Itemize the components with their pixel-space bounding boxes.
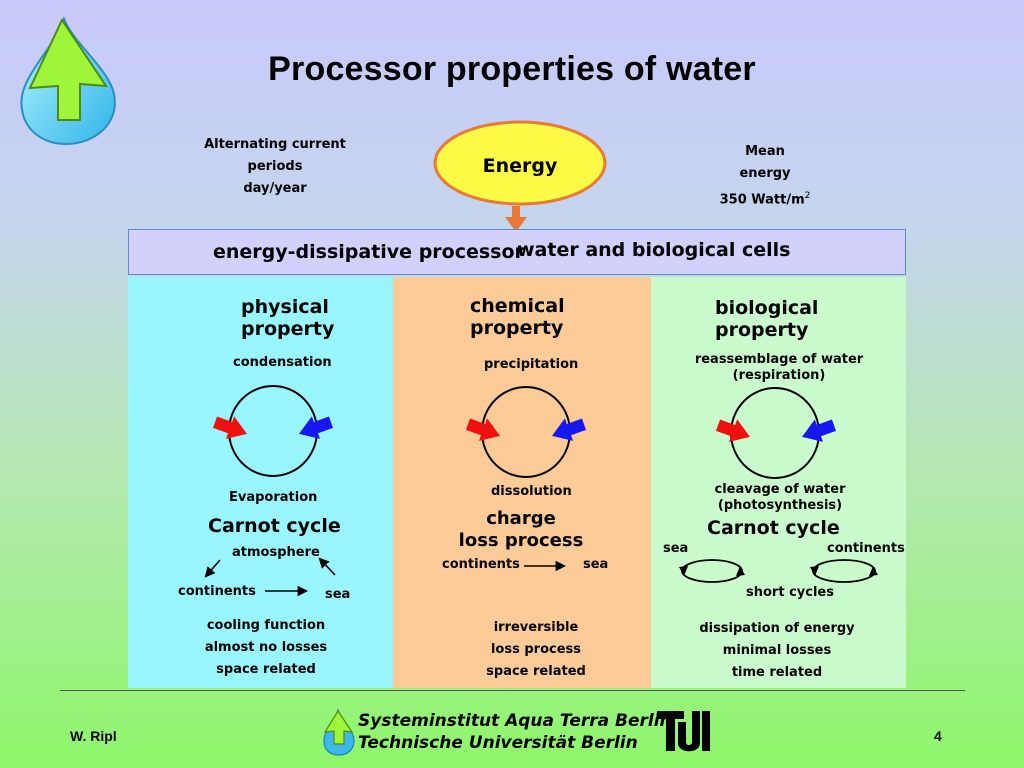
university-name: Technische Universität Berlin	[358, 733, 638, 753]
processor-bar	[128, 229, 906, 275]
summary-line: dissipation of energy	[699, 621, 855, 636]
physical-carnot-cycle: Carnot cycle	[208, 515, 341, 537]
chemical-column	[393, 277, 651, 688]
summary-line: loss process	[490, 642, 582, 657]
footer-divider	[60, 690, 965, 691]
summary-line: space related	[216, 662, 316, 677]
biological-column	[651, 277, 906, 688]
biological-heading: biological property	[715, 297, 818, 341]
chemical-heading: chemical property	[470, 295, 565, 339]
cycle-line: charge	[486, 508, 556, 529]
biological-carnot-cycle: Carnot cycle	[707, 517, 840, 539]
energy-node	[433, 120, 607, 232]
summary-line: almost no losses	[204, 640, 328, 655]
note-line: 350 Watt/m2	[690, 185, 840, 211]
watt-value: 350 Watt/m	[719, 192, 805, 208]
energy-arrow-head	[505, 217, 527, 232]
physical-column	[128, 277, 393, 688]
energy-arrow-stem	[512, 206, 520, 218]
chemical-continents: continents	[442, 557, 520, 572]
heading-line: property	[241, 318, 335, 340]
physical-condensation: condensation	[233, 355, 332, 370]
energy-label: Energy	[482, 155, 558, 177]
processor-left-label: energy-dissipative processor	[213, 241, 524, 263]
summary-line: irreversible	[493, 620, 579, 635]
heading-line: property	[470, 317, 564, 339]
note-line: day/year	[243, 181, 307, 196]
watt-exponent: 2	[804, 191, 811, 201]
chemical-summary: irreversible loss process space related	[450, 617, 622, 683]
note-line: periods	[247, 159, 303, 174]
tu-berlin-logo-icon	[657, 711, 710, 752]
chemical-precipitation: precipitation	[484, 357, 579, 372]
cycle-line: loss process	[458, 530, 584, 551]
note-line: Mean	[745, 144, 785, 159]
heading-line: chemical	[470, 295, 565, 317]
chemical-dissolution: dissolution	[491, 484, 572, 499]
biological-sea: sea	[663, 541, 689, 556]
mean-energy-note: Mean energy 350 Watt/m2	[690, 141, 840, 211]
page-number: 4	[934, 728, 942, 744]
institute-name: Systeminstitut Aqua Terra Berlin	[358, 711, 672, 731]
label-line: reassemblage of water	[694, 352, 864, 367]
summary-line: minimal losses	[722, 643, 832, 658]
alternating-current-note: Alternating current periods day/year	[195, 134, 355, 200]
label-line: (photosynthesis)	[717, 498, 843, 513]
label-line: cleavage of water	[714, 482, 846, 497]
biological-cleavage: cleavage of water (photosynthesis)	[700, 482, 860, 514]
heading-line: physical	[241, 296, 329, 318]
page-title: Processor properties of water	[268, 50, 756, 88]
physical-continents: continents	[178, 584, 256, 599]
note-line: energy	[739, 166, 791, 181]
note-line: Alternating current	[204, 137, 346, 152]
summary-line: space related	[486, 664, 586, 679]
biological-continents: continents	[827, 541, 905, 556]
physical-atmosphere: atmosphere	[232, 545, 320, 560]
physical-evaporation: Evaporation	[229, 490, 318, 505]
physical-sea: sea	[325, 587, 351, 602]
summary-line: time related	[731, 665, 823, 680]
processor-right-label: water and biological cells	[517, 239, 791, 261]
heading-line: property	[715, 319, 809, 341]
biological-summary: dissipation of energy minimal losses tim…	[691, 618, 863, 684]
chemical-charge-loss: charge loss process	[433, 508, 609, 552]
summary-line: cooling function	[206, 618, 326, 633]
biological-reassemblage: reassemblage of water (respiration)	[691, 352, 867, 384]
label-line: (respiration)	[732, 368, 826, 383]
aqua-terra-logo-icon	[20, 16, 116, 146]
energy-ellipse	[433, 120, 607, 206]
heading-line: biological	[715, 297, 819, 319]
biological-short-cycles: short cycles	[746, 585, 834, 600]
institute-logo-icon	[323, 708, 355, 756]
author: W. Ripl	[70, 728, 117, 744]
physical-heading: physical property	[241, 296, 334, 340]
physical-summary: cooling function almost no losses space …	[180, 615, 352, 681]
chemical-sea: sea	[583, 557, 609, 572]
